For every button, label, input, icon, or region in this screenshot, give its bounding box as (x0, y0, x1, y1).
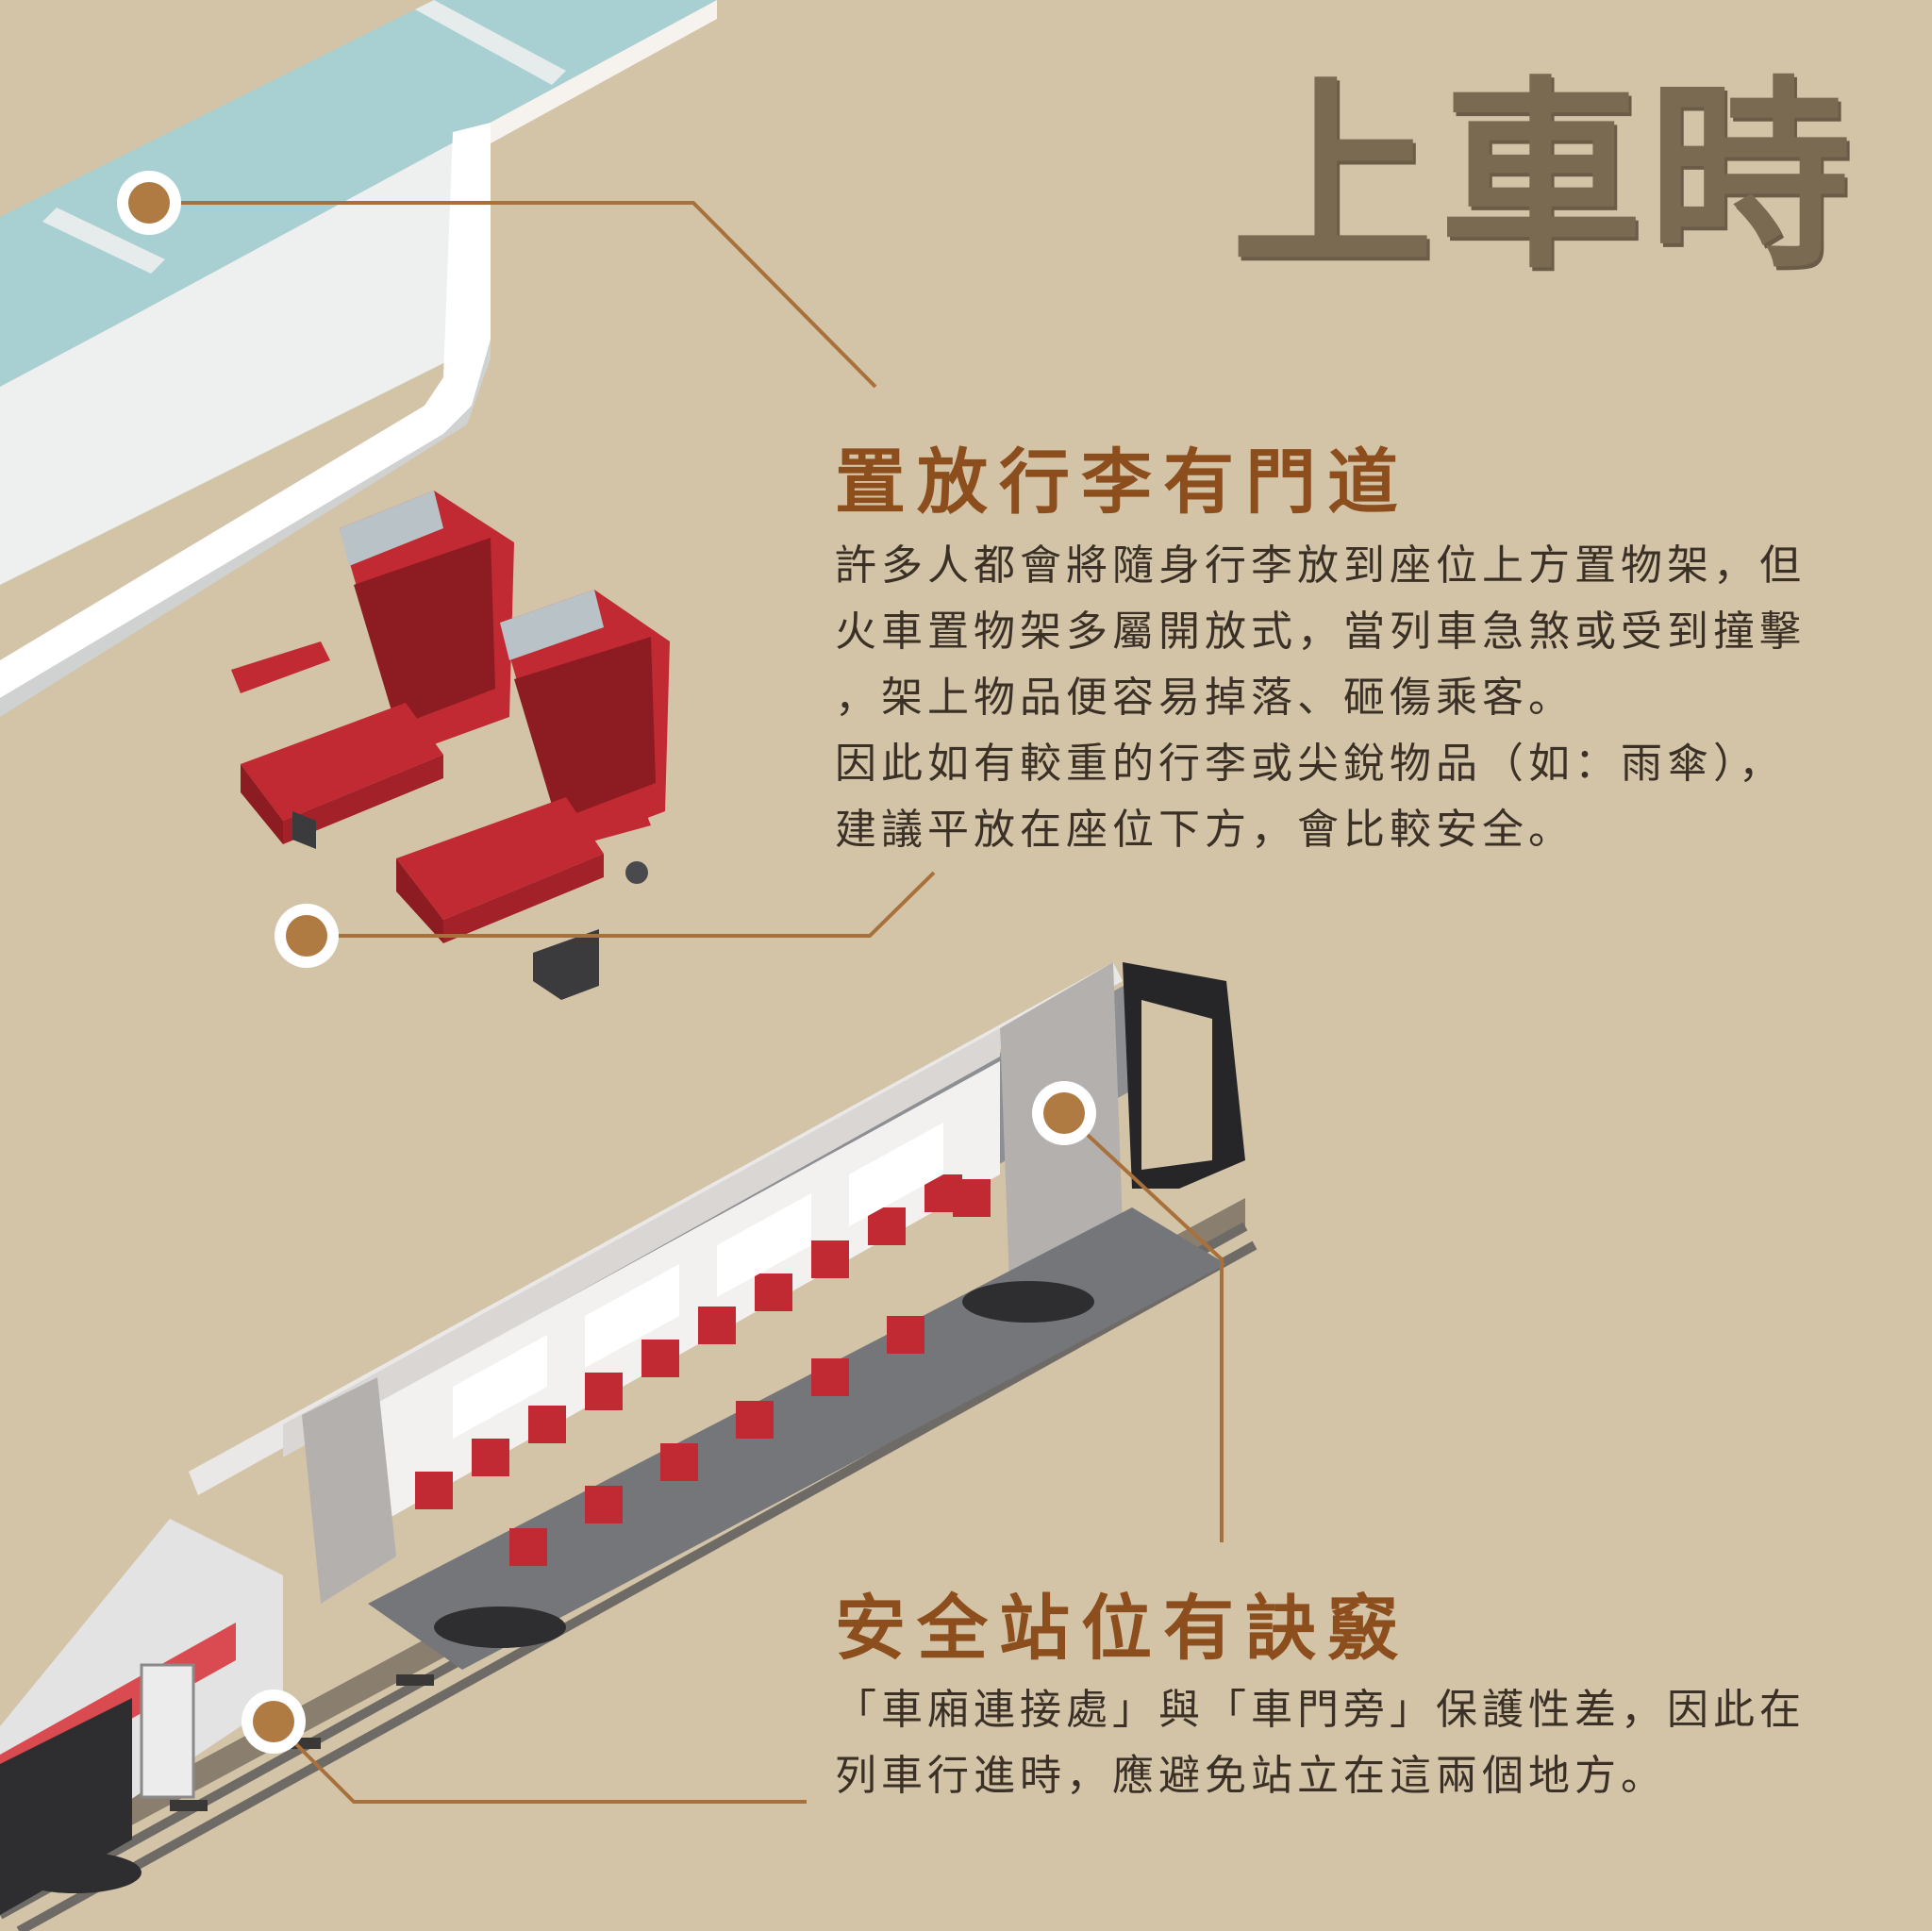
text-line: 因此如有較重的行李或尖銳物品（如：雨傘）， (835, 740, 1785, 788)
seats-illustration (231, 491, 670, 1000)
text-line: 許多人都會將隨身行李放到座位上方置物架，但 (835, 541, 1806, 590)
leader-line-connector (242, 1690, 807, 1804)
train-car-illustration (0, 962, 1257, 1931)
train-wheel-bogies (9, 1281, 1094, 1893)
train-seats-rows (415, 1174, 991, 1566)
page-title: 上車時 (1231, 58, 1857, 295)
section-body-standing: 「車廂連接處」與「車門旁」保護性差，因此在 列車行進時，應避免站立在這兩個地方。 (835, 1677, 1873, 1809)
seat-left (231, 491, 514, 849)
seat-right (396, 590, 670, 1000)
leader-line-rack (117, 171, 877, 389)
text-line: 火車置物架多屬開放式，當列車急煞或受到撞擊 (835, 608, 1806, 656)
section-heading-standing: 安全站位有訣竅 (835, 1587, 1410, 1670)
luggage-rack-illustration (0, 0, 717, 717)
section-body-luggage: 許多人都會將隨身行李放到座位上方置物架，但 火車置物架多屬開放式，當列車急煞或受… (835, 533, 1873, 863)
text-line: ，架上物品便容易掉落、砸傷乘客。 (835, 674, 1574, 722)
text-line: 列車行進時，應避免站立在這兩個地方。 (835, 1752, 1667, 1800)
text-line: 「車廂連接處」與「車門旁」保護性差，因此在 (835, 1686, 1806, 1734)
section-heading-luggage: 置放行李有門道 (835, 441, 1410, 524)
leader-line-door (1032, 1081, 1224, 1542)
text-line: 建議平放在座位下方，會比較安全。 (835, 806, 1574, 854)
leader-line-seat (275, 871, 936, 968)
train-windows (453, 1123, 943, 1439)
